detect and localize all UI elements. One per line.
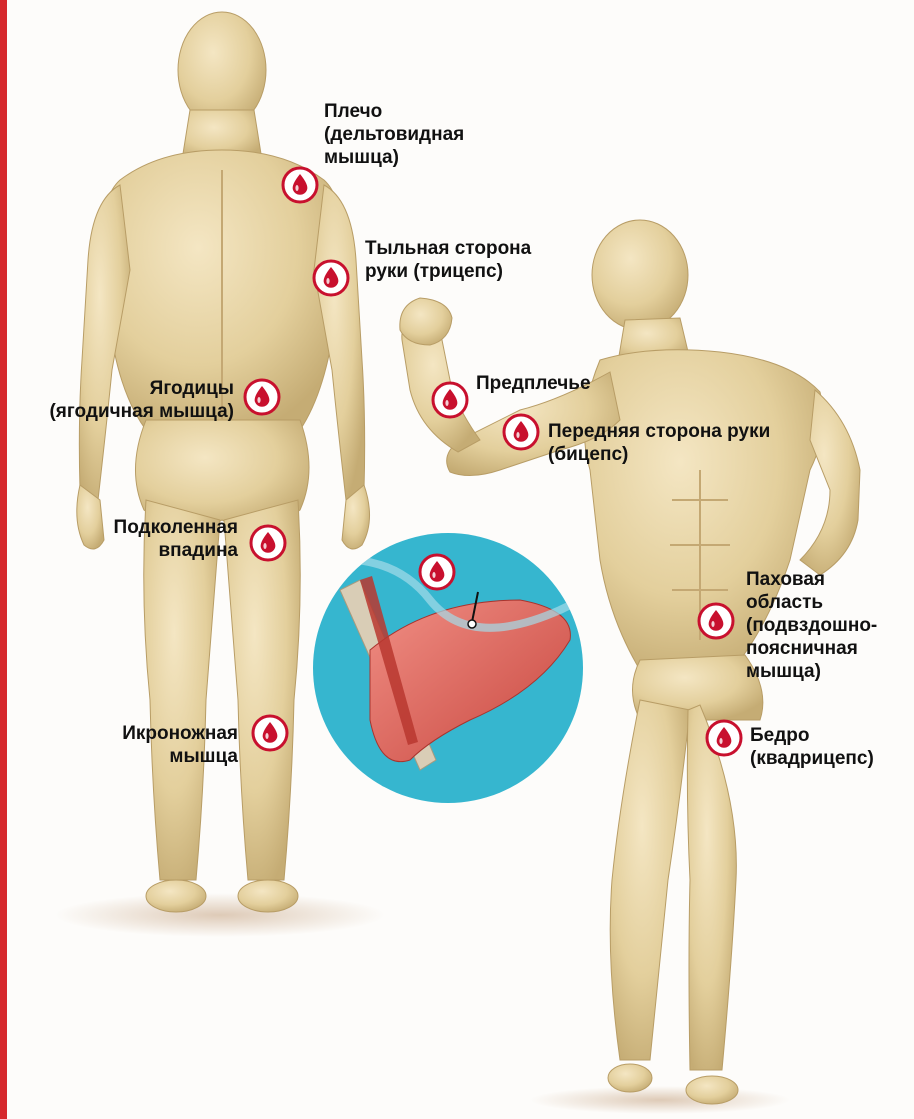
label-calf-line-2: мышца: [122, 745, 238, 768]
label-groin-line-4: поясничная: [746, 637, 877, 660]
blood-drop-icon: [283, 168, 317, 202]
label-groin-line-5: мышца): [746, 660, 877, 683]
label-shoulder-line-3: мышца): [324, 146, 464, 169]
label-shoulder-line-1: Плечо: [324, 100, 464, 123]
label-gluteal: Ягодицы (ягодичная мышца): [49, 377, 234, 423]
muscle-inset: [313, 520, 610, 803]
label-popliteal-line-1: Подколенная: [114, 516, 238, 539]
label-forearm: Предплечье: [476, 372, 591, 395]
label-thigh-line-1: Бедро: [750, 724, 874, 747]
label-calf-line-1: Икроножная: [122, 722, 238, 745]
blood-drop-icon: [314, 261, 348, 295]
label-calf: Икроножная мышца: [122, 722, 238, 768]
blood-drop-icon: [253, 716, 287, 750]
label-gluteal-line-1: Ягодицы: [49, 377, 234, 400]
label-gluteal-line-2: (ягодичная мышца): [49, 400, 234, 423]
label-shoulder: Плечо (дельтовидная мышца): [324, 100, 464, 169]
blood-drop-icon: [433, 383, 467, 417]
label-thigh-line-2: (квадрицепс): [750, 747, 874, 770]
blood-drop-icon: [251, 526, 285, 560]
label-biceps-line-2: (бицепс): [548, 443, 770, 466]
floor-shadow-back: [55, 893, 385, 937]
blood-drop-icon: [699, 604, 733, 638]
label-triceps: Тыльная сторона руки (трицепс): [365, 237, 531, 283]
label-forearm-line-1: Предплечье: [476, 372, 591, 395]
blood-drop-icon: [504, 415, 538, 449]
label-thigh: Бедро (квадрицепс): [750, 724, 874, 770]
label-popliteal-line-2: впадина: [114, 539, 238, 562]
label-shoulder-line-2: (дельтовидная: [324, 123, 464, 146]
pointer-dot: [468, 620, 476, 628]
label-popliteal: Подколенная впадина: [114, 516, 238, 562]
floor-shadow-front: [530, 1086, 790, 1114]
label-groin-line-2: область: [746, 591, 877, 614]
label-biceps-line-1: Передняя сторона руки: [548, 420, 770, 443]
blood-drop-icon: [707, 721, 741, 755]
blood-drop-icon: [420, 555, 454, 589]
blood-drop-icon: [245, 380, 279, 414]
label-triceps-line-1: Тыльная сторона: [365, 237, 531, 260]
label-groin: Паховая область (подвздошно- поясничная …: [746, 568, 877, 683]
label-biceps: Передняя сторона руки (бицепс): [548, 420, 770, 466]
label-groin-line-3: (подвздошно-: [746, 614, 877, 637]
label-triceps-line-2: руки (трицепс): [365, 260, 531, 283]
label-groin-line-1: Паховая: [746, 568, 877, 591]
